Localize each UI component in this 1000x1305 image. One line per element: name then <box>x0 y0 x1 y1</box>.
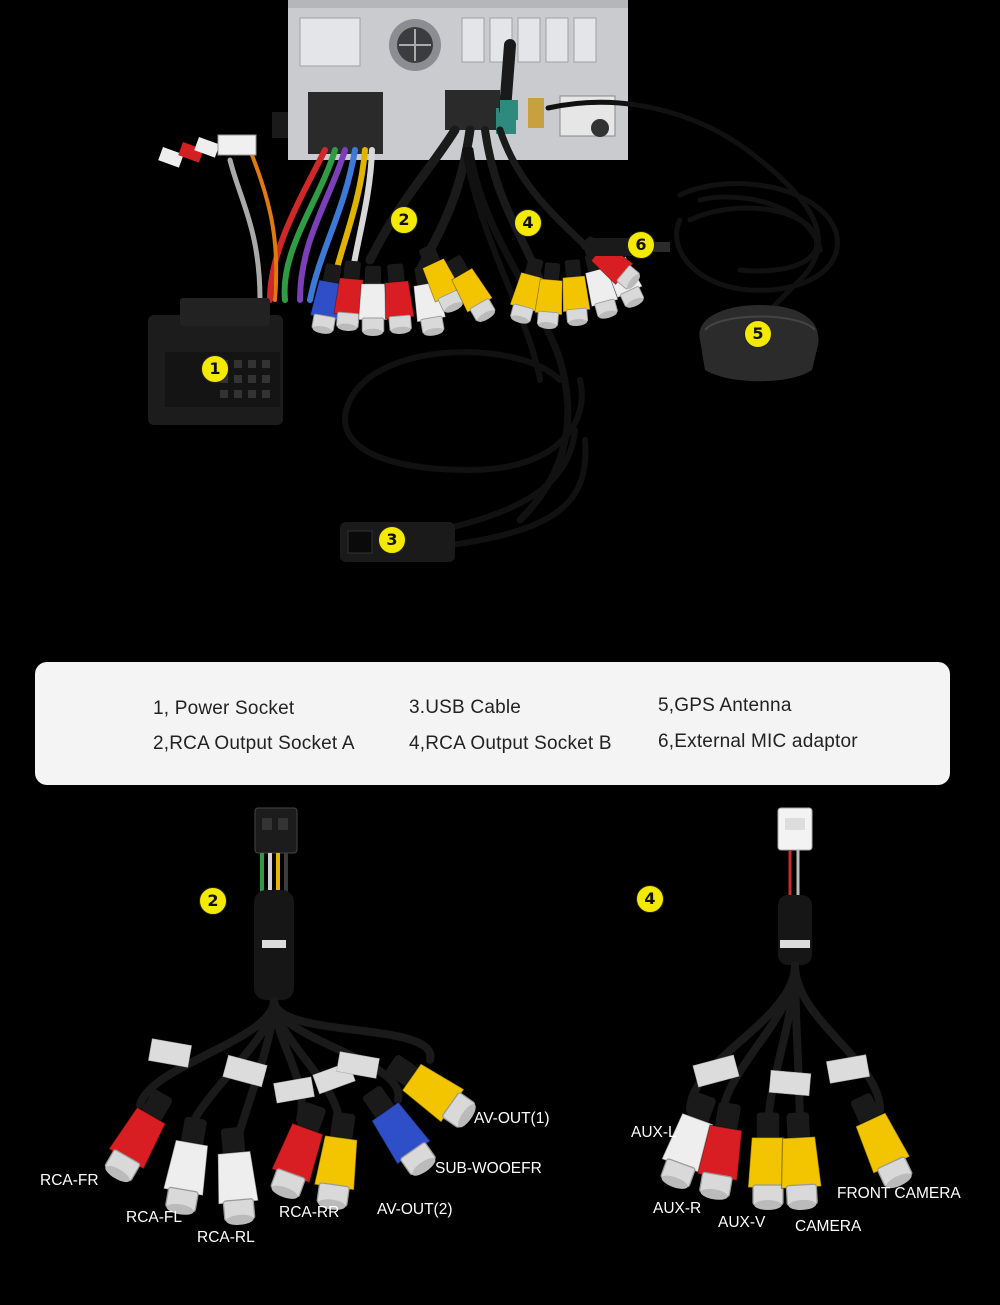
socket-b-rca-plugs <box>509 236 645 329</box>
label-rca-rl: RCA-RL <box>197 1229 255 1246</box>
top-a-rca-plug-3 <box>358 265 388 336</box>
legend-item-5: 5,GPS Antenna <box>658 695 792 716</box>
badge-3: 3 <box>378 526 406 554</box>
legend-item-6: 6,External MIC adaptor <box>658 731 858 752</box>
legend-item-2: 2,RCA Output Socket A <box>153 733 355 754</box>
socket-a-plug-6 <box>363 1086 436 1176</box>
label-aux-r: AUX-R <box>653 1200 702 1217</box>
detail-badge-socket-a: 2 <box>199 887 227 915</box>
socket-a-plug-2 <box>162 1116 209 1215</box>
legend-panel: 1, Power Socket 2,RCA Output Socket A 3.… <box>35 662 950 785</box>
socket-a-plug-5 <box>313 1111 358 1210</box>
socket-b-detail-plugs <box>660 1092 913 1210</box>
wifi-antenna <box>499 39 518 120</box>
mic-adaptor <box>585 238 670 256</box>
legend-item-4: 4,RCA Output Socket B <box>409 733 612 754</box>
socket-b-plug-4 <box>780 1112 823 1210</box>
top-b-rca-plug-3 <box>562 259 591 326</box>
label-rca-rr: RCA-RR <box>279 1204 340 1221</box>
socket-a-plug-3 <box>217 1127 260 1225</box>
socket-b-connector <box>777 807 813 965</box>
socket-a-detail-plugs <box>104 1055 476 1225</box>
label-rca-fr: RCA-FR <box>40 1172 99 1189</box>
label-camera: CAMERA <box>795 1218 862 1235</box>
label-av-out-1: AV-OUT(1) <box>474 1110 550 1127</box>
socket-details <box>104 807 913 1225</box>
label-aux-v: AUX-V <box>718 1214 766 1231</box>
socket-a-rca-plugs <box>309 244 496 336</box>
badge-4: 4 <box>514 209 542 237</box>
socket-a-connector <box>254 807 298 1000</box>
label-aux-l: AUX-L <box>631 1124 677 1141</box>
label-front-camera: FRONT CAMERA <box>837 1185 961 1202</box>
socket-b-plug-2 <box>696 1101 743 1200</box>
socket-b-plug-5 <box>850 1093 913 1189</box>
top-a-rca-plug-1 <box>309 263 343 334</box>
top-a-rca-plug-2 <box>333 260 364 331</box>
socket-b-plug-1 <box>660 1092 716 1189</box>
legend-item-1: 1, Power Socket <box>153 698 295 719</box>
socket-a-plug-1 <box>104 1089 173 1183</box>
label-av-out-2: AV-OUT(2) <box>377 1201 453 1218</box>
badge-5: 5 <box>744 320 772 348</box>
label-sub-woofer: SUB-WOOEFR <box>435 1160 542 1177</box>
top-a-rca-plug-7 <box>446 255 496 322</box>
head-unit-back-panel <box>288 0 628 160</box>
badge-6: 6 <box>627 231 655 259</box>
detail-badge-socket-b: 4 <box>636 885 664 913</box>
top-b-rca-plug-2 <box>534 262 563 329</box>
label-rca-fl: RCA-FL <box>126 1209 182 1226</box>
legend-item-3: 3.USB Cable <box>409 697 522 718</box>
socket-a-plug-7 <box>386 1055 476 1128</box>
top-a-rca-plug-4 <box>384 263 415 334</box>
socket-a-plug-4 <box>270 1102 326 1199</box>
top-b-rca-plug-1 <box>509 257 544 324</box>
head-unit-wiring-photo <box>148 0 840 562</box>
top-left-rca-plugs <box>158 112 288 168</box>
top-a-rca-plug-6 <box>419 244 464 313</box>
badge-1: 1 <box>201 355 229 383</box>
badge-2: 2 <box>390 206 418 234</box>
